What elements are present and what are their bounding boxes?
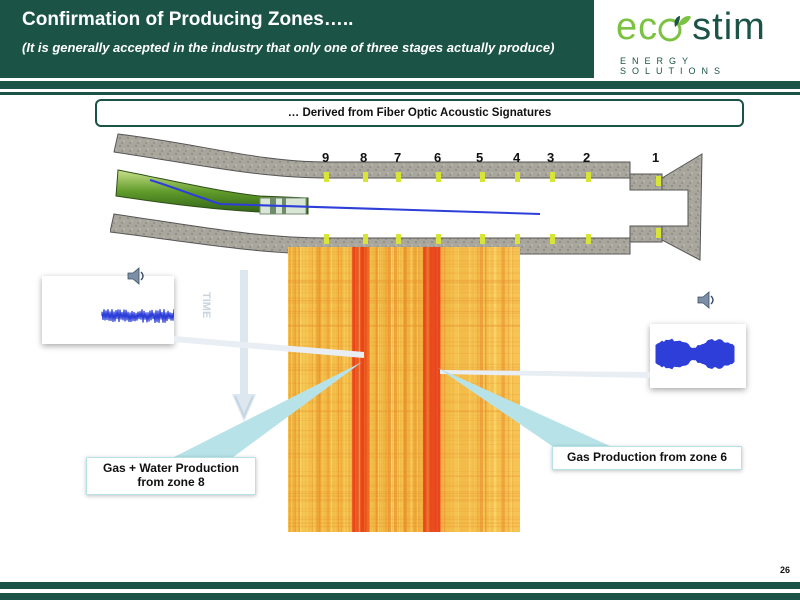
waveform-panel-left xyxy=(42,276,175,344)
header-stripe xyxy=(0,81,800,89)
speaker-icon[interactable] xyxy=(696,290,718,310)
callout-zone-6: Gas Production from zone 6 xyxy=(552,446,742,470)
page-title: Confirmation of Producing Zones….. xyxy=(22,9,354,30)
zone-label-2: 2 xyxy=(583,150,591,165)
down-arrow-icon xyxy=(232,270,256,422)
zone-label-1: 1 xyxy=(652,150,660,165)
zone-label-4: 4 xyxy=(513,150,521,165)
leaf-icon xyxy=(658,15,692,42)
speaker-icon[interactable] xyxy=(126,266,148,286)
spectrogram-image xyxy=(288,247,520,532)
callout-zone-8-line1: Gas + Water Production xyxy=(103,461,239,475)
waveform-right xyxy=(655,338,735,370)
zone-label-8: 8 xyxy=(360,150,368,165)
zone-label-7: 7 xyxy=(394,150,402,165)
logo-tagline: ENERGY SOLUTIONS xyxy=(620,56,727,76)
zone-label-3: 3 xyxy=(547,150,555,165)
callout-zone-6-text: Gas Production from zone 6 xyxy=(566,450,728,464)
waveform-panel-right xyxy=(650,324,746,388)
callout-zone-8: Gas + Water Production from zone 8 xyxy=(86,457,256,495)
footer-stripe xyxy=(0,582,800,589)
banner-text: … Derived from Fiber Optic Acoustic Sign… xyxy=(287,107,552,119)
page-subtitle: (It is generally accepted in the industr… xyxy=(22,40,555,55)
banner-box: … Derived from Fiber Optic Acoustic Sign… xyxy=(95,99,744,127)
zone-label-5: 5 xyxy=(476,150,484,165)
footer-stripe-bottom xyxy=(0,593,800,600)
waveform-left xyxy=(101,309,175,323)
wellbore-diagram xyxy=(110,133,703,261)
zone-label-9: 9 xyxy=(322,150,330,165)
zone-label-6: 6 xyxy=(434,150,442,165)
logo-word-left: ec xyxy=(616,6,659,48)
logo-word-right: stim xyxy=(692,6,766,48)
callout-zone-8-line2: from zone 8 xyxy=(137,475,205,489)
header-stripe-thin xyxy=(0,92,800,95)
page-number: 26 xyxy=(780,565,791,575)
acoustic-spectrogram xyxy=(288,247,520,532)
